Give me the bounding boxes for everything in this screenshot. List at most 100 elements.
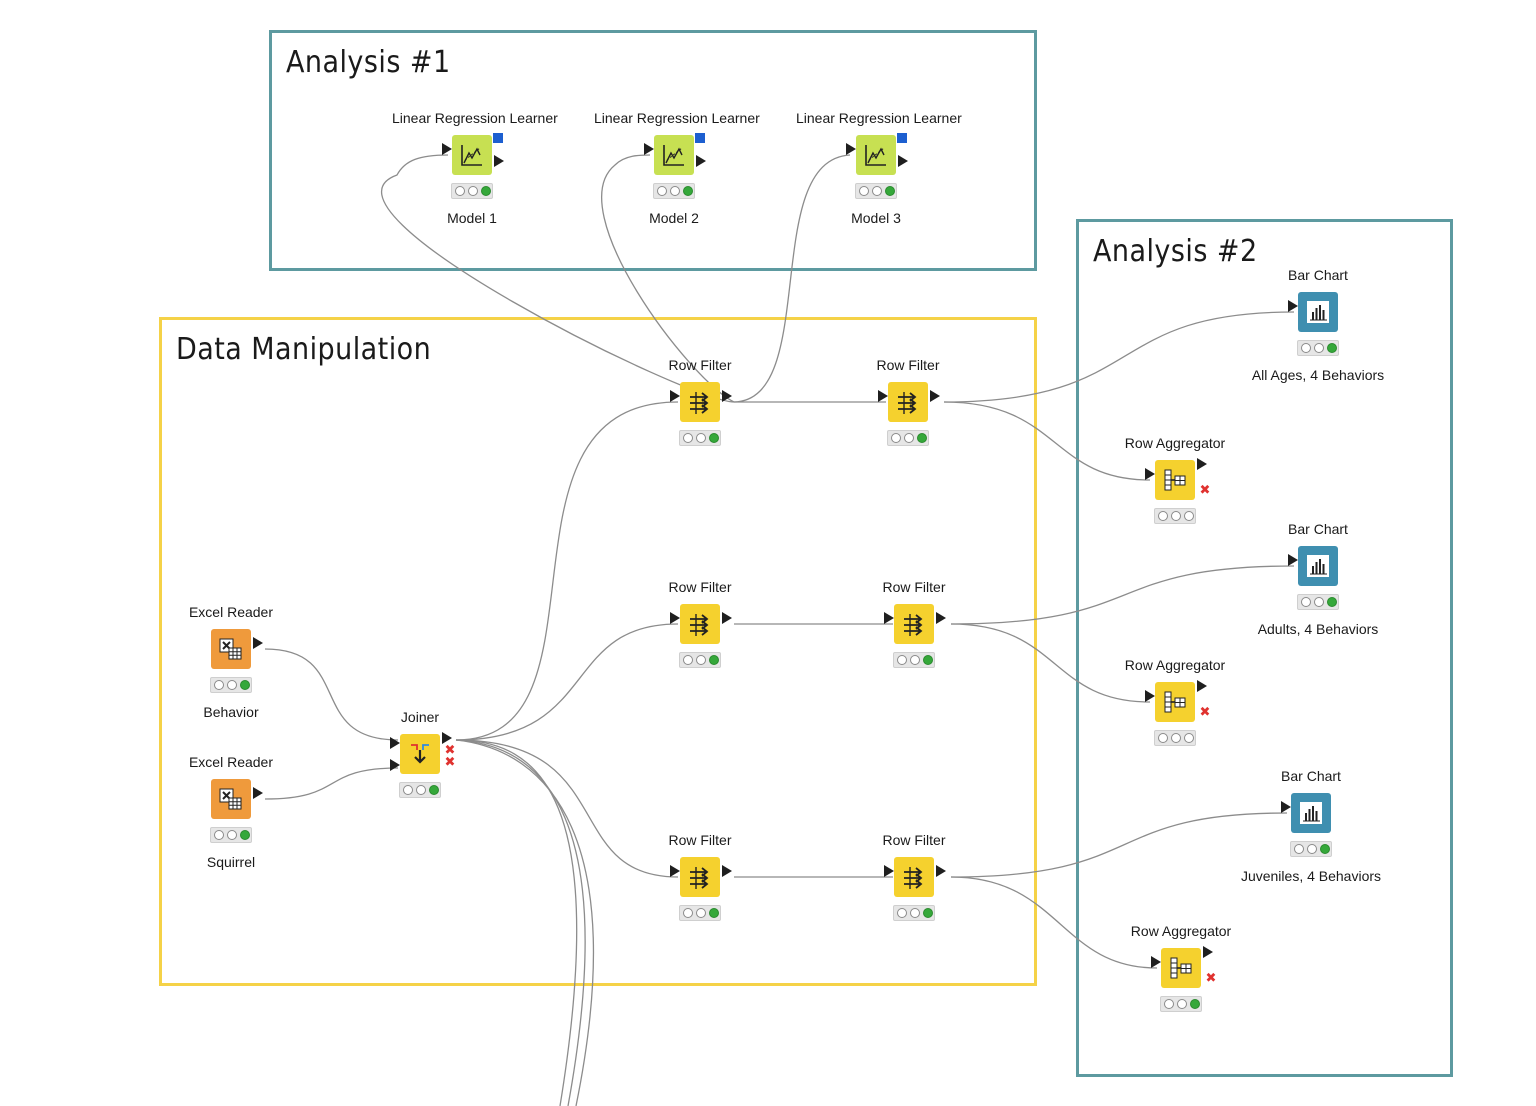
input-port[interactable] xyxy=(1145,690,1155,702)
output-port[interactable] xyxy=(1197,458,1207,470)
output-port[interactable] xyxy=(1203,946,1213,958)
input-port[interactable] xyxy=(670,612,680,624)
output-port[interactable] xyxy=(253,787,263,799)
output-port[interactable] xyxy=(253,637,263,649)
input-port[interactable] xyxy=(1288,554,1298,566)
row-filter-icon[interactable] xyxy=(670,604,732,644)
node-label[interactable]: Juveniles, 4 Behaviors xyxy=(1240,868,1382,884)
aggregator-icon[interactable]: ✖ xyxy=(1145,458,1210,500)
excel-icon[interactable] xyxy=(211,779,263,819)
status-light-green xyxy=(429,785,439,795)
node-label[interactable]: Model 1 xyxy=(447,210,497,226)
input-port[interactable] xyxy=(846,143,856,155)
model-port[interactable] xyxy=(695,133,705,143)
node-status-lights xyxy=(887,430,929,446)
node-header: Row Filter xyxy=(882,579,946,595)
joiner-icon[interactable]: ✖✖ xyxy=(390,732,455,774)
node-joiner[interactable]: Joiner✖✖ xyxy=(340,709,500,829)
row-filter-icon[interactable] xyxy=(670,857,732,897)
input-port[interactable] xyxy=(884,865,894,877)
regression-icon[interactable] xyxy=(442,133,504,175)
regression-icon[interactable] xyxy=(846,133,908,175)
input-port[interactable] xyxy=(390,737,400,749)
aggregator-icon[interactable]: ✖ xyxy=(1151,946,1216,988)
node-row-aggregator[interactable]: Row Aggregator ✖ xyxy=(1101,923,1261,1043)
output-port[interactable] xyxy=(722,612,732,624)
input-port[interactable] xyxy=(670,390,680,402)
aggregator-icon[interactable]: ✖ xyxy=(1145,680,1210,722)
node-status-lights xyxy=(1154,508,1196,524)
node-row-filter[interactable]: Row Filter xyxy=(834,832,994,952)
excel-icon[interactable] xyxy=(211,629,263,669)
status-light-off xyxy=(1301,597,1311,607)
bar-chart-icon[interactable] xyxy=(1288,292,1338,332)
node-header: Bar Chart xyxy=(1288,521,1348,537)
inactive-port-icon[interactable]: ✖ xyxy=(444,742,456,757)
input-port[interactable] xyxy=(442,143,452,155)
node-row-filter[interactable]: Row Filter xyxy=(620,832,780,952)
input-port[interactable] xyxy=(1288,300,1298,312)
node-label[interactable]: Adults, 4 Behaviors xyxy=(1257,621,1379,637)
node-label[interactable]: Model 2 xyxy=(649,210,699,226)
node-label[interactable]: All Ages, 4 Behaviors xyxy=(1251,367,1385,383)
output-port[interactable] xyxy=(930,390,940,402)
input-port[interactable] xyxy=(390,759,400,771)
bar-chart-icon[interactable] xyxy=(1281,793,1331,833)
output-port[interactable] xyxy=(696,155,706,167)
node-header: Bar Chart xyxy=(1281,768,1341,784)
node-row-filter[interactable]: Row Filter xyxy=(620,357,780,477)
output-port[interactable] xyxy=(722,390,732,402)
output-port[interactable] xyxy=(898,155,908,167)
node-row-filter[interactable]: Row Filter xyxy=(828,357,988,477)
row-filter-icon[interactable] xyxy=(878,382,940,422)
output-port[interactable] xyxy=(442,732,452,744)
input-port[interactable] xyxy=(670,865,680,877)
node-status-lights xyxy=(1160,996,1202,1012)
input-port[interactable] xyxy=(1145,468,1155,480)
input-port[interactable] xyxy=(1281,801,1291,813)
input-port[interactable] xyxy=(878,390,888,402)
inactive-port-icon[interactable]: ✖ xyxy=(444,754,456,769)
input-port[interactable] xyxy=(884,612,894,624)
node-status-lights xyxy=(653,183,695,199)
regression-icon[interactable] xyxy=(644,133,706,175)
status-light-green xyxy=(709,908,719,918)
row-filter-icon[interactable] xyxy=(670,382,732,422)
node-label[interactable]: Model 3 xyxy=(851,210,901,226)
status-light-off xyxy=(859,186,869,196)
bar-chart-icon[interactable] xyxy=(1288,546,1338,586)
node-row-aggregator[interactable]: Row Aggregator✖ xyxy=(1095,435,1255,555)
node-row-filter[interactable]: Row Filter xyxy=(620,579,780,699)
output-port[interactable] xyxy=(722,865,732,877)
output-port[interactable] xyxy=(494,155,504,167)
output-port[interactable] xyxy=(1197,680,1207,692)
input-port[interactable] xyxy=(644,143,654,155)
node-status-lights xyxy=(210,827,252,843)
row-filter-icon[interactable] xyxy=(884,857,946,897)
output-port[interactable] xyxy=(936,865,946,877)
row-filter-icon[interactable] xyxy=(884,604,946,644)
status-light-green xyxy=(1320,844,1330,854)
node-label[interactable]: Squirrel xyxy=(206,854,256,870)
model-port[interactable] xyxy=(493,133,503,143)
status-light-off xyxy=(214,830,224,840)
output-port[interactable] xyxy=(936,612,946,624)
node-header: Row Aggregator xyxy=(1130,923,1232,939)
node-row-aggregator[interactable]: Row Aggregator✖ xyxy=(1095,657,1255,777)
inactive-port-icon[interactable]: ✖ xyxy=(1205,970,1217,985)
node-row-filter[interactable]: Row Filter xyxy=(834,579,994,699)
model-port[interactable] xyxy=(897,133,907,143)
node-label[interactable]: Behavior xyxy=(203,704,259,720)
inactive-port-icon[interactable]: ✖ xyxy=(1199,482,1211,497)
input-port[interactable] xyxy=(1151,956,1161,968)
inactive-port-icon[interactable]: ✖ xyxy=(1199,704,1211,719)
